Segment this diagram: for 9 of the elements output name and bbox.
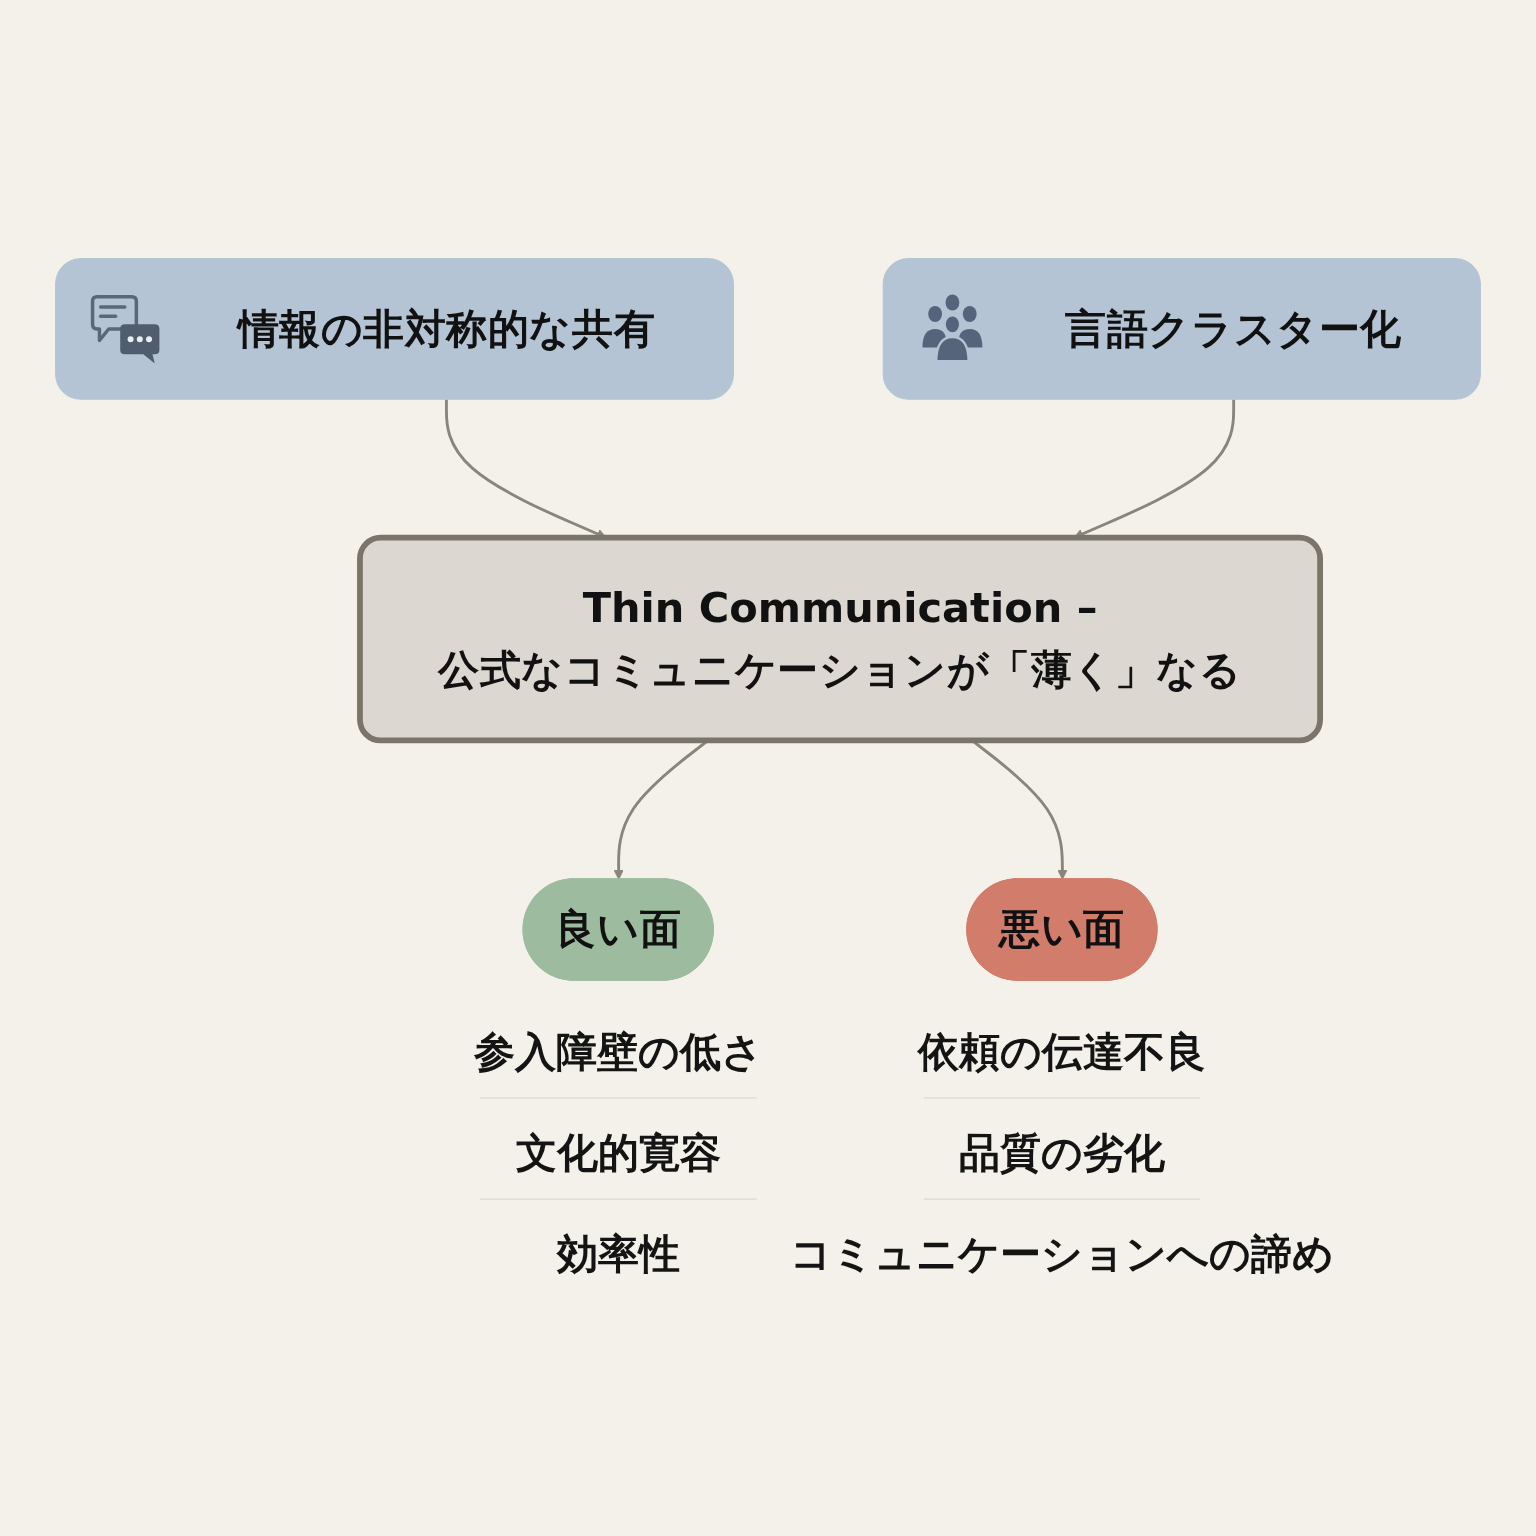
list-item-text: 参入障壁の低さ xyxy=(473,1026,763,1076)
node-box: 言語クラスター化 xyxy=(882,258,1481,400)
list-item-text: 効率性 xyxy=(556,1229,680,1279)
list-item-text: 品質の劣化 xyxy=(958,1127,1165,1177)
node-box: Thin Communication – 公式なコミュニケーションが「薄く」なる xyxy=(357,534,1323,744)
node-box: 情報の非対称的な共有 xyxy=(55,258,734,400)
list-item-text: 依頼の伝達不良 xyxy=(917,1026,1206,1076)
list-item-text: 文化的寛容 xyxy=(515,1127,721,1177)
list-item-text: コミュニケーションへの諦め xyxy=(789,1229,1334,1279)
